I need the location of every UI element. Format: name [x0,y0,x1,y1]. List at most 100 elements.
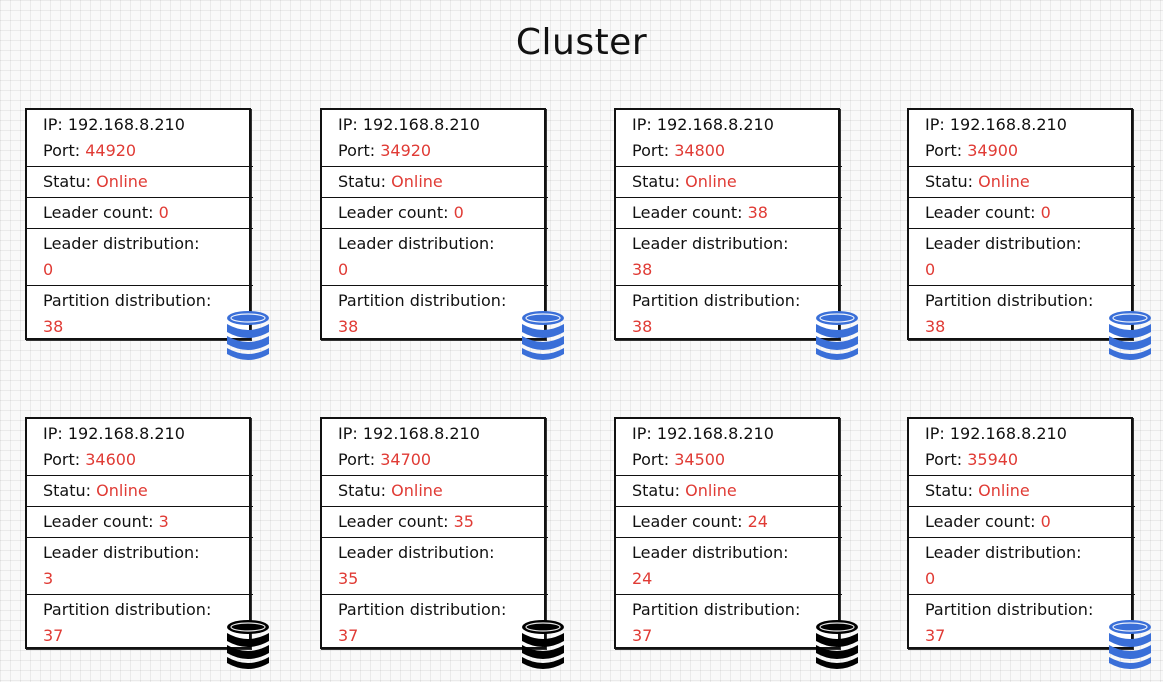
field-value: 24 [747,512,768,531]
partition-distribution-label-row: Partition distribution: [43,600,243,620]
separator: : [205,600,212,619]
port-row: Port: 34700 [338,450,538,470]
separator: : [783,234,789,253]
separator: : [380,481,392,500]
divider [909,537,1135,538]
field-label: Leader distribution [632,234,784,253]
leader-distribution-value: 0 [925,569,936,588]
field-value: 34500 [674,450,726,469]
partition-distribution-label-row: Partition distribution: [632,291,832,311]
separator: : [205,291,212,310]
field-value: 35 [453,512,474,531]
field-label: Port [632,450,664,469]
field-value: Online [96,481,148,500]
divider [322,166,548,167]
ip-row: IP: 192.168.8.210 [43,115,243,135]
field-label: Partition distribution [338,291,501,310]
partition-distribution-label-row: Partition distribution: [925,291,1125,311]
separator: : [489,543,495,562]
database-icon-black [814,619,860,671]
port-row: Port: 34500 [632,450,832,470]
field-label: Port [338,141,370,160]
separator: : [674,172,686,191]
leader-distribution-label-row: Leader distribution: [338,543,538,563]
divider [27,166,253,167]
separator: : [369,141,381,160]
leader-count-row: Leader count: 38 [632,203,832,223]
separator: : [956,450,968,469]
separator: : [956,141,968,160]
separator: : [57,424,68,443]
separator: : [194,234,200,253]
partition-distribution-value: 38 [43,317,64,336]
separator: : [1087,291,1094,310]
divider [27,228,253,229]
field-label: Partition distribution [43,291,206,310]
field-label: Statu [43,172,86,191]
field-value: 34700 [380,450,432,469]
field-value: 0 [1040,203,1051,222]
field-label: Statu [925,481,968,500]
separator: : [674,481,686,500]
status-row: Statu: Online [632,172,832,192]
separator: : [380,172,392,191]
divider [322,475,548,476]
field-label: Statu [338,172,381,191]
leader-count-row: Leader count: 24 [632,512,832,532]
database-icon-black [225,619,271,671]
separator: : [443,512,454,531]
field-value: 34600 [85,450,137,469]
separator: : [1076,543,1082,562]
divider [322,594,548,595]
field-label: IP [43,424,58,443]
separator: : [939,424,950,443]
field-label: Leader distribution [43,234,195,253]
separator: : [352,424,363,443]
status-row: Statu: Online [43,172,243,192]
partition-distribution-value: 38 [632,317,653,336]
field-value: 0 [158,203,169,222]
divider [616,197,842,198]
partition-distribution-label-row: Partition distribution: [338,291,538,311]
database-icon-black [520,619,566,671]
separator: : [794,291,801,310]
port-row: Port: 35940 [925,450,1125,470]
status-row: Statu: Online [925,172,1125,192]
field-label: Leader distribution [925,543,1077,562]
leader-count-row: Leader count: 0 [43,203,243,223]
ip-row: IP: 192.168.8.210 [338,115,538,135]
field-value: Online [978,172,1030,191]
partition-distribution-label-row: Partition distribution: [338,600,538,620]
divider [909,475,1135,476]
separator: : [967,481,979,500]
field-label: Statu [925,172,968,191]
field-value: Online [391,481,443,500]
field-value: 35940 [967,450,1019,469]
separator: : [74,450,86,469]
database-icon-blue [1107,310,1153,362]
divider [616,166,842,167]
separator: : [443,203,454,222]
separator: : [74,141,86,160]
field-label: Statu [43,481,86,500]
divider [27,506,253,507]
field-label: Leader count [925,203,1031,222]
separator: : [489,234,495,253]
partition-distribution-value: 37 [338,626,359,645]
field-label: Leader distribution [632,543,784,562]
leader-distribution-label-row: Leader distribution: [925,234,1125,254]
partition-distribution-value: 37 [43,626,64,645]
leader-count-row: Leader count: 3 [43,512,243,532]
leader-distribution-label-row: Leader distribution: [43,543,243,563]
field-label: Leader count [43,203,149,222]
field-label: IP [925,115,940,134]
leader-count-row: Leader count: 0 [925,512,1125,532]
